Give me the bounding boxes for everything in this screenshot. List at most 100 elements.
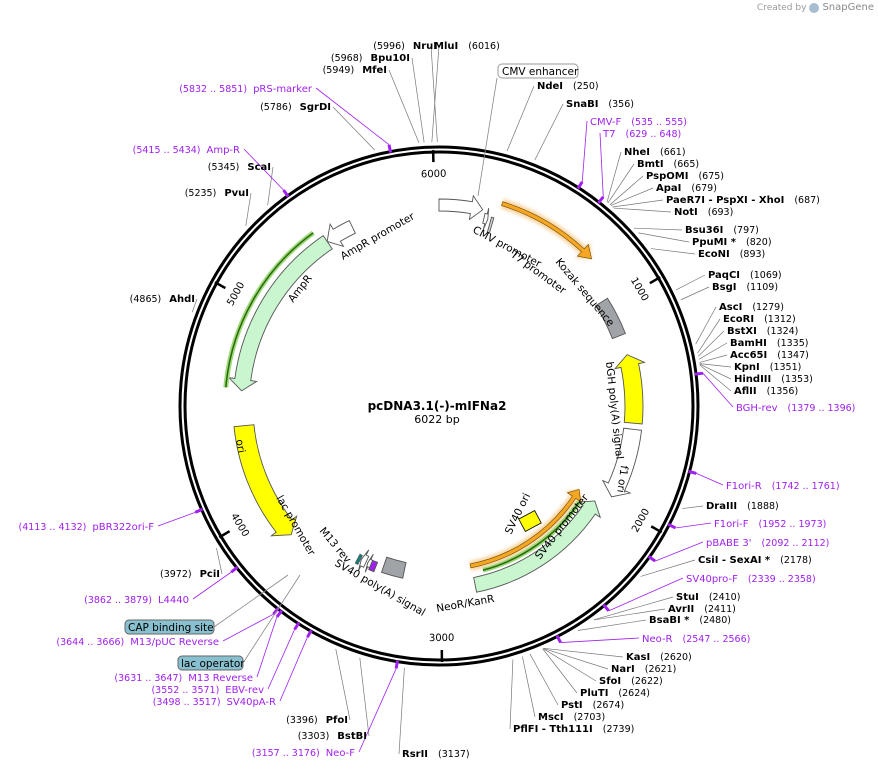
enzyme-name: MluI xyxy=(434,41,458,52)
primer-name: EBV-rev xyxy=(225,685,264,696)
primer-name: pBABE 3' xyxy=(706,538,752,549)
enzyme-connector xyxy=(698,342,728,360)
enzyme-name: NarI xyxy=(611,664,635,675)
primer-range: (2547 .. 2566) xyxy=(683,634,751,645)
enzyme-connector xyxy=(542,648,578,694)
tick-label: 2000 xyxy=(630,507,652,535)
enzyme-position: (5949) xyxy=(323,65,355,76)
enzyme-name: BmtI xyxy=(637,159,664,170)
m13-rev-arrow xyxy=(364,553,374,573)
primer-site-mark xyxy=(602,603,610,612)
enzyme-connector xyxy=(191,298,198,313)
enzyme-connector xyxy=(398,667,405,755)
enzyme-name: RsrII xyxy=(402,749,428,760)
enzyme-name: PfoI xyxy=(326,715,348,726)
tick-mark xyxy=(214,281,226,290)
enzyme-name: AvrII xyxy=(668,604,694,615)
enzyme-connector xyxy=(411,57,425,143)
feature-arrows xyxy=(223,194,646,593)
primer-site-mark xyxy=(667,522,677,530)
enzyme-name: SgrDI xyxy=(300,102,331,113)
enzyme-position: (1069) xyxy=(750,270,782,281)
enzyme-name: EcoNI xyxy=(698,249,730,260)
feature-label: SV40 poly(A) signal xyxy=(333,557,428,619)
orf-arrow xyxy=(501,201,592,260)
primer-range: (3552 .. 3571) xyxy=(151,685,219,696)
lac-operator-box: lac operator xyxy=(177,655,245,671)
enzyme-name: ApaI xyxy=(656,183,681,194)
enzyme-position: (3396) xyxy=(286,715,318,726)
enzyme-connector xyxy=(699,363,732,368)
feature-arrow xyxy=(354,553,363,566)
enzyme-connector xyxy=(612,199,664,208)
enzyme-position: (1347) xyxy=(777,350,809,361)
enzyme-name: HindIII xyxy=(734,374,771,385)
primer-name: Amp-R xyxy=(207,145,241,156)
primer-range: (3498 .. 3517) xyxy=(153,697,221,708)
primer-name: Neo-F xyxy=(326,748,356,759)
primer-name: pBR322ori-F xyxy=(92,522,154,533)
enzyme-position: (2703) xyxy=(574,712,606,723)
enzyme-position: (675) xyxy=(698,171,724,182)
feature-label: bGH poly(A) signal xyxy=(603,361,625,460)
sv40-promoter-arrow xyxy=(601,427,643,498)
primer-range: (1952 .. 1973) xyxy=(758,519,826,530)
cmv-enhancer-box: CMV enhancer xyxy=(497,63,579,79)
primer-name: L4440 xyxy=(158,595,189,606)
feature-label: M13 rev xyxy=(317,525,354,565)
ampr-promoter-arrow xyxy=(326,219,356,248)
enzyme-connector xyxy=(650,248,696,255)
backbone-outer-strand xyxy=(178,145,700,667)
enzyme-position: (1351) xyxy=(770,362,802,373)
primer-connector xyxy=(599,132,604,197)
enzyme-position: (820) xyxy=(746,237,772,248)
enzyme-connector xyxy=(640,559,696,577)
enzyme-connector xyxy=(216,547,223,575)
enzyme-name: NotI xyxy=(674,207,698,218)
enzyme-position: (5786) xyxy=(260,102,292,113)
created-by-credit: Created by SnapGene xyxy=(757,2,874,13)
enzyme-name: EcoRI xyxy=(723,314,754,325)
enzyme-name: PpuMI * xyxy=(692,237,737,248)
primer-connector xyxy=(696,473,724,486)
primer-name: F1ori-R xyxy=(726,481,762,492)
enzyme-connector xyxy=(506,85,535,152)
credit-brand: SnapGene xyxy=(822,2,874,13)
enzyme-connector xyxy=(699,354,728,363)
enzyme-connector xyxy=(388,69,420,143)
enzyme-position: (2739) xyxy=(603,724,635,735)
primer-connector xyxy=(222,613,274,642)
primer-site-mark xyxy=(694,371,704,376)
enzyme-position: (1888) xyxy=(747,501,779,512)
primer-connector xyxy=(358,668,397,753)
enzyme-name: PvuI xyxy=(224,188,249,199)
enzyme-name: Bpu10I xyxy=(370,53,410,64)
enzyme-connector xyxy=(577,619,647,631)
primer-range: (3644 .. 3666) xyxy=(56,637,124,648)
enzyme-name: BstXI xyxy=(727,326,757,337)
primer-name: CMV-F xyxy=(590,117,621,128)
enzyme-connector xyxy=(680,286,710,301)
neor-kanr-arrow xyxy=(473,500,602,593)
ori-arrow xyxy=(233,424,298,537)
enzyme-name: KasI xyxy=(626,652,650,663)
enzyme-name: AflII xyxy=(734,386,757,397)
lac-operator-label: lac operator xyxy=(181,658,245,670)
cap-binding-site-box: CAP binding site xyxy=(124,619,215,635)
f1-ori-arrow xyxy=(613,354,646,425)
enzyme-name: BsaBI * xyxy=(649,615,690,626)
enzyme-connector xyxy=(267,166,274,206)
enzyme-connector xyxy=(543,648,609,670)
tick-label: 5000 xyxy=(225,280,247,308)
primer-connector xyxy=(581,120,588,182)
primer-site-mark xyxy=(306,629,313,638)
enzyme-position: (1335) xyxy=(777,338,809,349)
primer-name: BGH-rev xyxy=(736,403,778,414)
primer-range: (5832 .. 5851) xyxy=(179,84,247,95)
enzyme-position: (356) xyxy=(608,99,634,110)
enzyme-name: StuI xyxy=(676,592,699,603)
bgh-poly-a-signal-arrow xyxy=(595,297,626,340)
enzyme-name: DraIII xyxy=(706,501,737,512)
enzyme-name: BsgI xyxy=(712,282,736,293)
